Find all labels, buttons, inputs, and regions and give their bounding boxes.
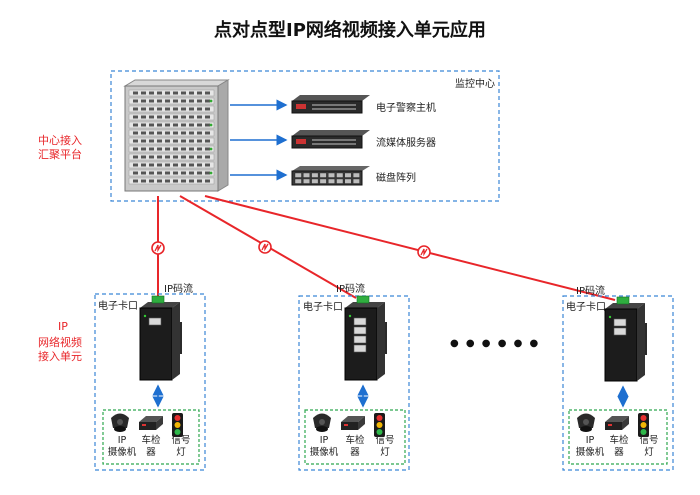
page-title: 点对点型IP网络视频接入单元应用 — [214, 20, 486, 41]
stream-label-2: IP码流 — [336, 284, 365, 295]
signal-label-2a: 信号 — [375, 435, 395, 446]
camera-label-3b: 摄像机 — [575, 447, 605, 458]
switch-slot — [128, 169, 215, 177]
switch-slot — [128, 113, 215, 121]
ip-video-access-unit-icon — [344, 295, 387, 381]
site-label-2: 电子卡口 — [303, 302, 343, 313]
switch-slot — [128, 89, 215, 97]
ip-camera-icon — [577, 413, 595, 432]
traffic-signal-icon — [172, 413, 183, 437]
stream-label-1: IP码流 — [164, 284, 193, 295]
ethernet-port — [353, 326, 367, 335]
platform-label-line2: 汇聚平台 — [38, 148, 82, 161]
disk-array-icon — [291, 166, 370, 186]
detector-label-3a: 车检 — [609, 435, 629, 446]
field-devices-box-1 — [102, 409, 200, 465]
signal-label-1a: 信号 — [171, 435, 191, 446]
switch-slot — [128, 129, 215, 137]
detector-label-1b: 器 — [146, 447, 156, 458]
field-devices-box-3 — [568, 409, 668, 465]
switch-slot — [128, 105, 215, 113]
ethernet-port — [613, 327, 627, 336]
camera-label-2a: IP — [319, 435, 329, 446]
signal-label-2b: 灯 — [380, 447, 390, 458]
rack-server-icon — [291, 95, 370, 114]
camera-label-1b: 摄像机 — [107, 447, 137, 458]
detector-label-1a: 车检 — [141, 435, 161, 446]
ip-camera-icon — [313, 413, 331, 432]
ethernet-port — [353, 344, 367, 353]
signal-label-3a: 信号 — [639, 435, 659, 446]
site-box-1 — [94, 293, 206, 471]
site-1 — [111, 295, 183, 437]
site-2 — [313, 295, 387, 437]
site-3 — [577, 296, 649, 437]
network-link-icon — [151, 241, 165, 255]
core-switch-icon — [123, 79, 230, 192]
site-box-2 — [298, 295, 410, 471]
network-link-icon — [417, 245, 431, 259]
platform-label-line1: 中心接入 — [38, 134, 82, 147]
device-label-disk-array: 磁盘阵列 — [376, 173, 416, 184]
switch-slot — [128, 97, 215, 105]
ip-video-access-unit-icon — [139, 295, 182, 381]
stream-label-3: IP码流 — [576, 286, 605, 297]
ip-unit-label-line2: 网络视频 — [38, 336, 82, 349]
ethernet-port — [148, 317, 162, 326]
rack-server-icon — [291, 130, 370, 149]
signal-label-3b: 灯 — [644, 447, 654, 458]
ethernet-port — [613, 318, 627, 327]
camera-label-2b: 摄像机 — [309, 447, 339, 458]
detector-label-3b: 器 — [614, 447, 624, 458]
more-sites-ellipsis: ● ● ● ● ● ● — [450, 338, 541, 349]
ip-camera-icon — [111, 413, 129, 432]
traffic-signal-icon — [638, 413, 649, 437]
network-link-icon — [258, 240, 272, 254]
monitoring-center-label: 监控中心 — [455, 79, 495, 90]
switch-slot — [128, 121, 215, 129]
ethernet-port — [353, 317, 367, 326]
ethernet-port — [353, 335, 367, 344]
vehicle-detector-icon — [139, 416, 163, 430]
site-label-3: 电子卡口 — [566, 302, 606, 313]
device-label-media-server: 流媒体服务器 — [376, 138, 436, 149]
camera-label-1a: IP — [117, 435, 127, 446]
switch-slot — [128, 177, 215, 185]
ip-unit-label-line1: IP — [58, 320, 68, 333]
switch-slot — [128, 137, 215, 145]
site-box-3 — [562, 295, 674, 471]
vehicle-detector-icon — [605, 416, 629, 430]
switch-slot — [128, 161, 215, 169]
switch-slot — [128, 145, 215, 153]
site-label-1: 电子卡口 — [98, 301, 138, 312]
ip-unit-label-line3: 接入单元 — [38, 350, 82, 363]
ip-video-access-unit-icon — [604, 296, 647, 382]
detector-label-2a: 车检 — [345, 435, 365, 446]
camera-label-3a: IP — [585, 435, 595, 446]
detector-label-2b: 器 — [350, 447, 360, 458]
link-line-site-3 — [204, 195, 616, 301]
device-label-electronic-police: 电子警察主机 — [376, 103, 436, 114]
vehicle-detector-icon — [341, 416, 365, 430]
switch-slot — [128, 153, 215, 161]
traffic-signal-icon — [374, 413, 385, 437]
field-devices-box-2 — [304, 409, 406, 465]
signal-label-1b: 灯 — [176, 447, 186, 458]
